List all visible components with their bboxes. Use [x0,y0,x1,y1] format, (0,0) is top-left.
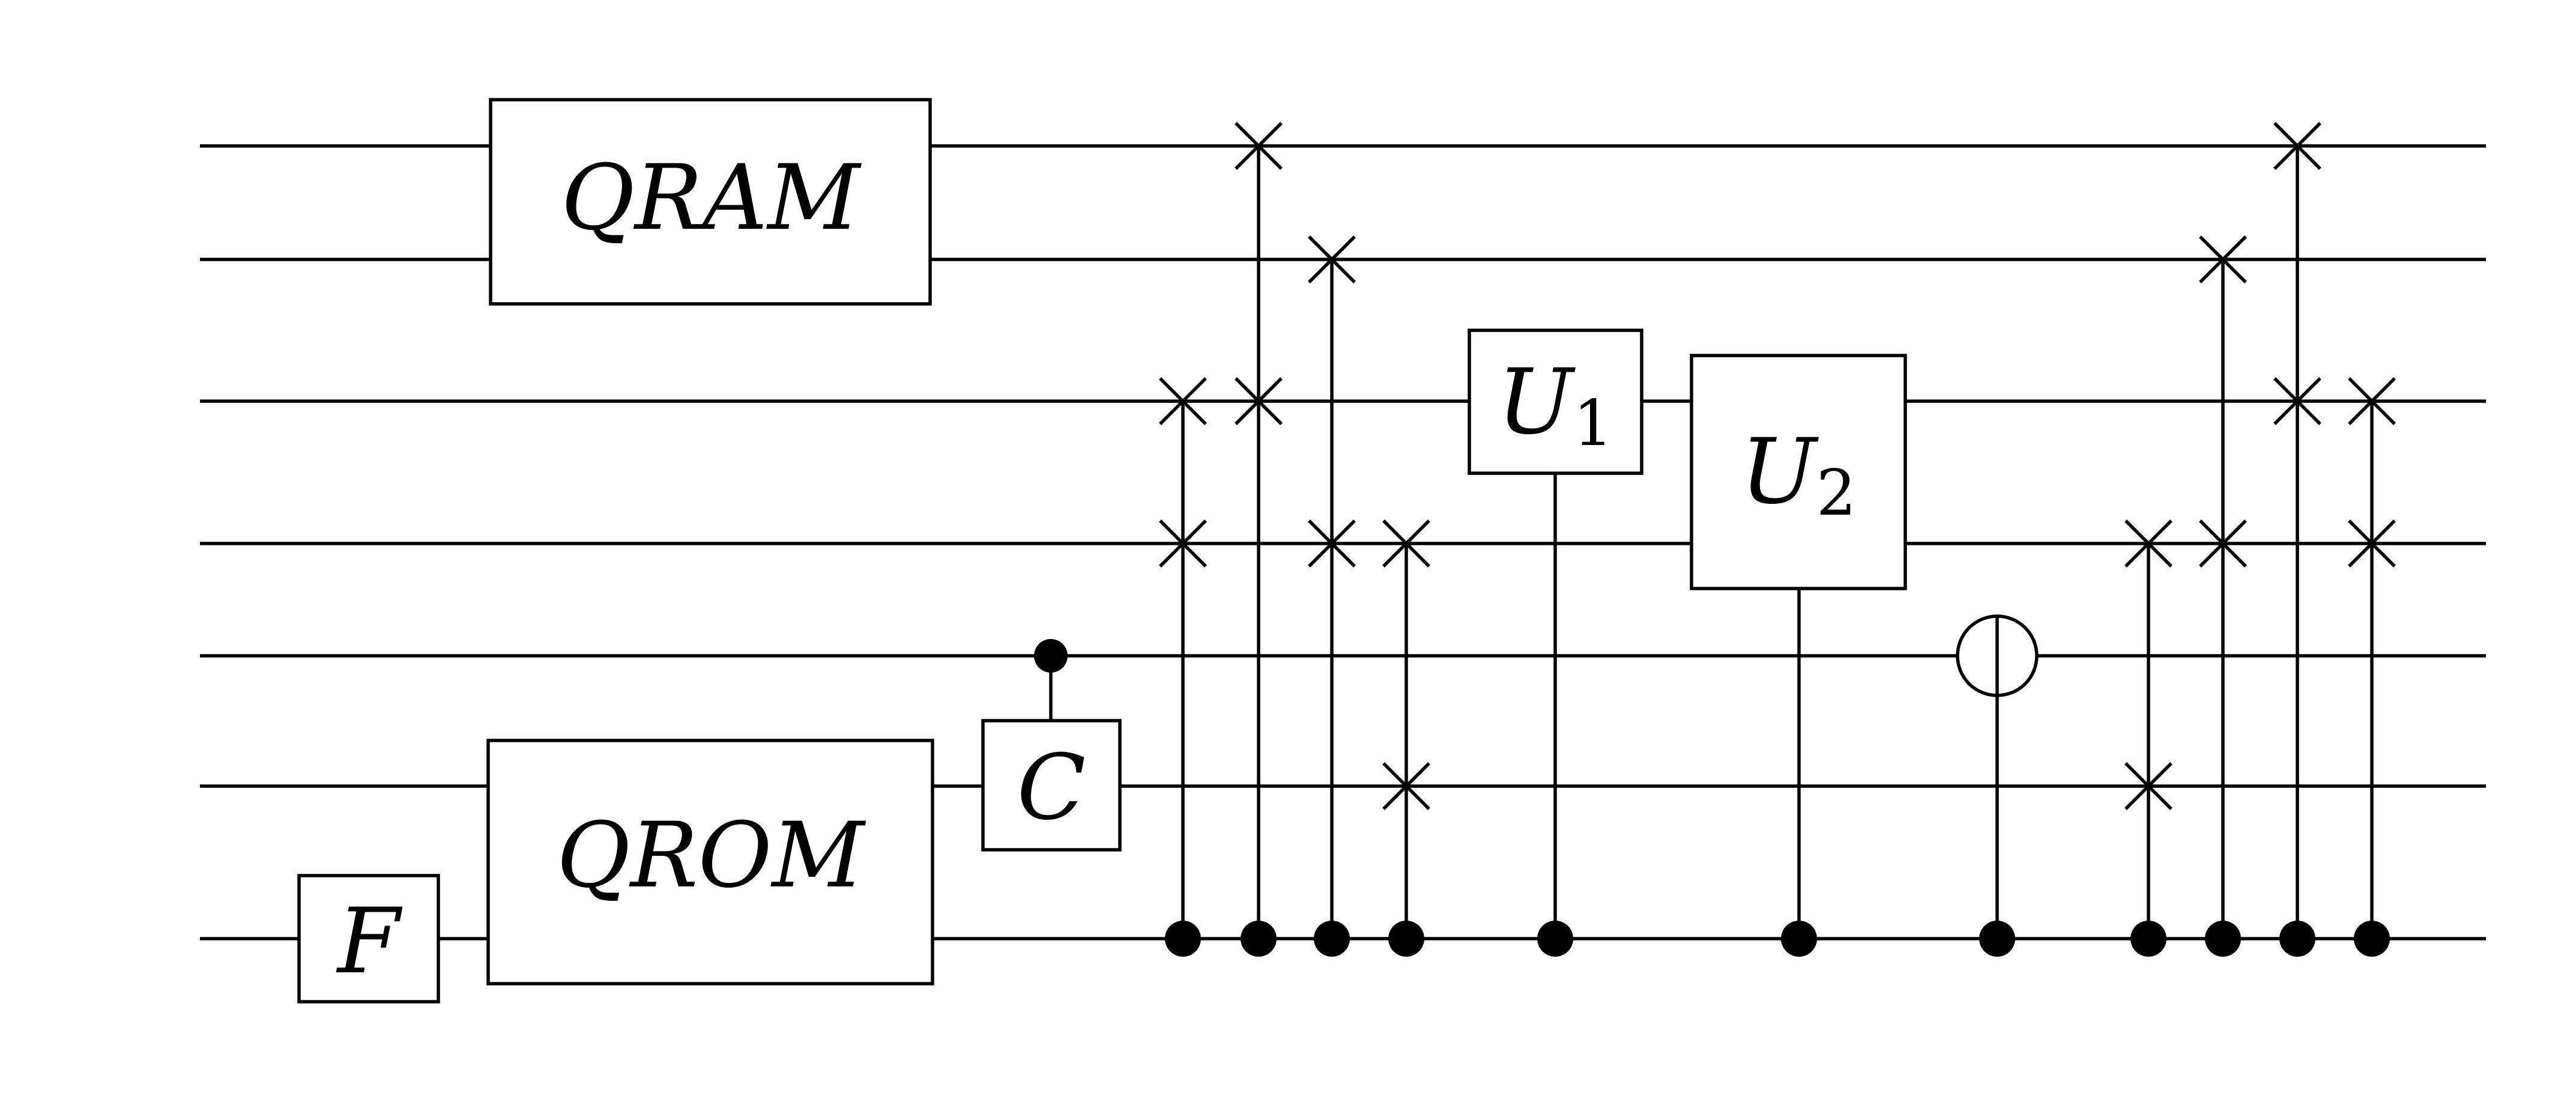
swap-7-cross-bottom [2273,377,2321,425]
qram-label: QRAM [561,146,862,250]
controlled-swap-8 [2348,377,2396,957]
u1-label: U1 [1497,350,1613,460]
f-gate: F [297,874,440,1004]
swap-6-cross-bottom [2199,519,2247,568]
u2-box [1690,354,1907,590]
swap-3-cross-top [1308,235,1356,283]
cnot-control-dot [1979,921,2015,957]
swap-7-cross-top [2273,122,2321,170]
swap-3-cross-bottom [1308,519,1356,568]
swap-2-control-dot [1241,921,1277,957]
u2-label: U2 [1740,420,1856,530]
u2-label-main: U [1740,420,1819,524]
swap-8-cross-bottom [2348,519,2396,568]
swap-2-cross-top [1235,122,1283,170]
f-box [297,874,440,1004]
swap-4-cross-bottom [1382,762,1430,810]
swap-8-cross-top [2348,377,2396,425]
u1-label-main: U [1497,350,1576,455]
controlled-swap-6 [2199,235,2247,957]
controlled-swap-5 [2124,519,2172,957]
u2-control-dot [1781,921,1817,957]
f-label: F [336,889,403,994]
c-gate: C [981,639,1122,852]
qram-box [489,98,932,306]
swap-6-control-dot [2205,921,2241,957]
qrom-box [486,739,934,985]
swap-1-control-dot [1165,921,1201,957]
swap-1-cross-bottom [1159,519,1207,568]
controlled-swap-2 [1235,122,1283,957]
swap-7-control-dot [2279,921,2315,957]
swap-5-cross-top [2124,519,2172,568]
u1-control-dot [1537,921,1573,957]
cnot-gate [1956,614,2039,957]
swap-3-control-dot [1314,921,1350,957]
c-box [981,719,1122,852]
controlled-swap-3 [1308,235,1356,957]
swap-4-control-dot [1388,921,1424,957]
qrom-label: QROM [557,804,866,908]
swap-5-control-dot [2130,921,2166,957]
qram-gate: QRAM [489,98,932,306]
u1-box [1468,328,1643,475]
swap-2-cross-bottom [1235,377,1283,425]
swap-4-cross-top [1382,519,1430,568]
swap-5-cross-bottom [2124,762,2172,810]
controlled-swap-1 [1159,377,1207,957]
c-control-dot [1034,639,1068,673]
swap-6-cross-top [2199,235,2247,283]
u1-label-sub: 1 [1573,387,1613,460]
swap-1-cross-top [1159,377,1207,425]
qrom-gate: QROM [486,739,934,985]
controlled-swap-4 [1382,519,1430,957]
u2-label-sub: 2 [1816,456,1857,530]
u2-gate: U2 [1690,354,1907,957]
c-label: C [1017,736,1086,840]
controlled-swap-7 [2273,122,2321,957]
u1-gate: U1 [1468,328,1643,957]
swap-8-control-dot [2354,921,2390,957]
